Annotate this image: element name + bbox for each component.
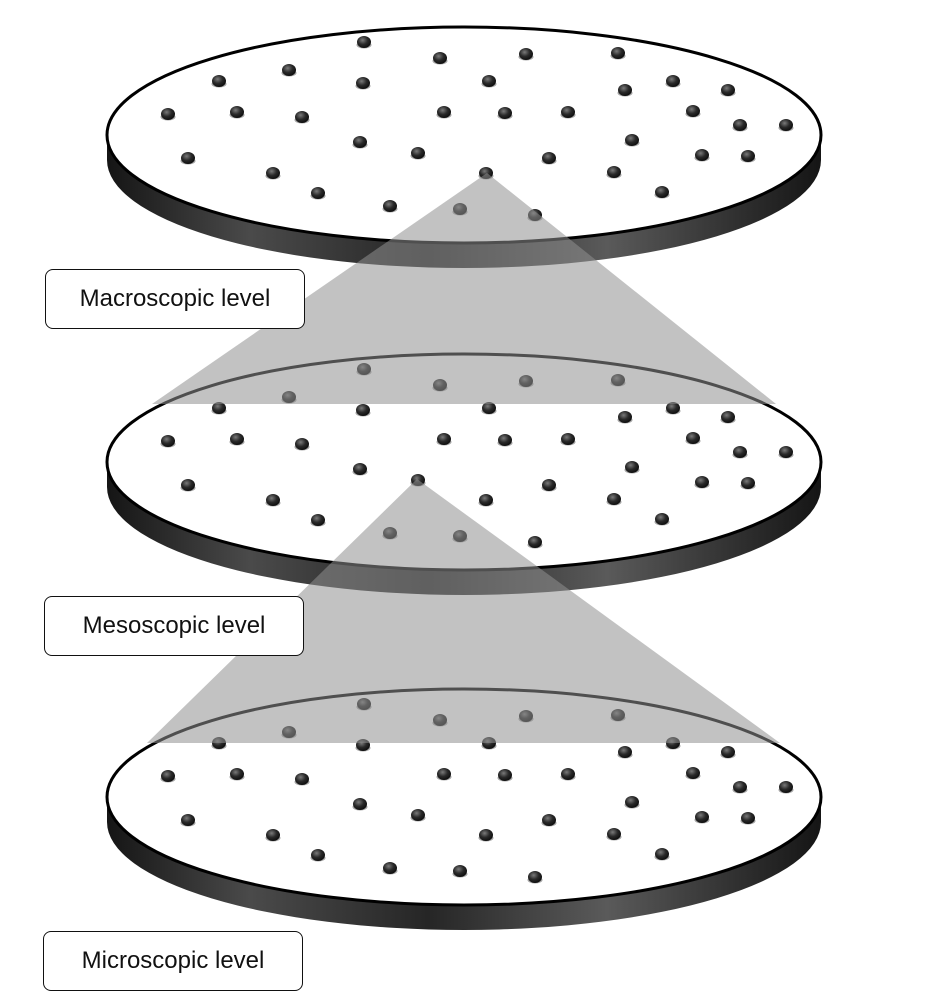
particle [741,150,755,162]
particle [311,514,325,526]
particle [655,848,669,860]
particle [519,48,533,60]
particle [733,119,747,131]
particle [611,47,625,59]
particle [230,433,244,445]
particle [353,136,367,148]
particle [181,479,195,491]
particle [181,152,195,164]
particle [295,111,309,123]
particle [686,767,700,779]
particle [311,849,325,861]
particle [498,107,512,119]
particle [437,106,451,118]
particle [618,746,632,758]
particle [411,809,425,821]
particle [625,796,639,808]
macroscopic-level-label: Macroscopic level [45,269,305,329]
particle [655,186,669,198]
particle [212,75,226,87]
particle [721,84,735,96]
particle [686,432,700,444]
particle [230,768,244,780]
particle [266,494,280,506]
particle [295,438,309,450]
particle [356,404,370,416]
particle [607,493,621,505]
zoom-cone-meso-to-micro [147,479,780,743]
particle [161,770,175,782]
particle [542,479,556,491]
particle [161,435,175,447]
particle [695,149,709,161]
macroscopic-disc [105,25,823,268]
particle [181,814,195,826]
macroscopic-disc-rim [107,135,821,268]
particle [779,446,793,458]
particle [695,476,709,488]
particle [161,108,175,120]
particle [733,781,747,793]
mesoscopic-disc-rim [107,462,821,595]
particle [695,811,709,823]
particle [542,814,556,826]
particle [618,411,632,423]
particle [357,36,371,48]
particle [453,865,467,877]
particle [353,463,367,475]
particle [686,105,700,117]
particle [353,798,367,810]
particle [266,829,280,841]
particle [779,119,793,131]
particle [721,746,735,758]
particle [498,434,512,446]
particle [411,147,425,159]
particle [311,187,325,199]
particle [542,152,556,164]
particle [561,106,575,118]
particle [607,166,621,178]
microscopic-disc-rim [107,797,821,930]
particle [383,862,397,874]
particle [561,768,575,780]
particle [625,134,639,146]
zoom-cone-macro-to-meso [152,173,776,404]
particle [721,411,735,423]
particle [356,77,370,89]
particle [282,64,296,76]
particle [741,812,755,824]
particle [433,52,447,64]
particle [528,871,542,883]
macroscopic-particles [160,36,794,222]
particle [482,402,496,414]
particle [528,536,542,548]
particle [779,781,793,793]
particle [212,402,226,414]
particle [561,433,575,445]
particle [482,75,496,87]
particle [625,461,639,473]
particle [437,433,451,445]
particle [498,769,512,781]
particle [607,828,621,840]
particle [383,200,397,212]
particle [479,829,493,841]
particle [295,773,309,785]
particle [666,75,680,87]
particle [437,768,451,780]
particle [733,446,747,458]
particle [666,402,680,414]
microscopic-level-label: Microscopic level [43,931,303,991]
mesoscopic-level-label: Mesoscopic level [44,596,304,656]
particle [741,477,755,489]
particle [266,167,280,179]
particle [479,494,493,506]
particle [618,84,632,96]
particle [655,513,669,525]
particle [230,106,244,118]
